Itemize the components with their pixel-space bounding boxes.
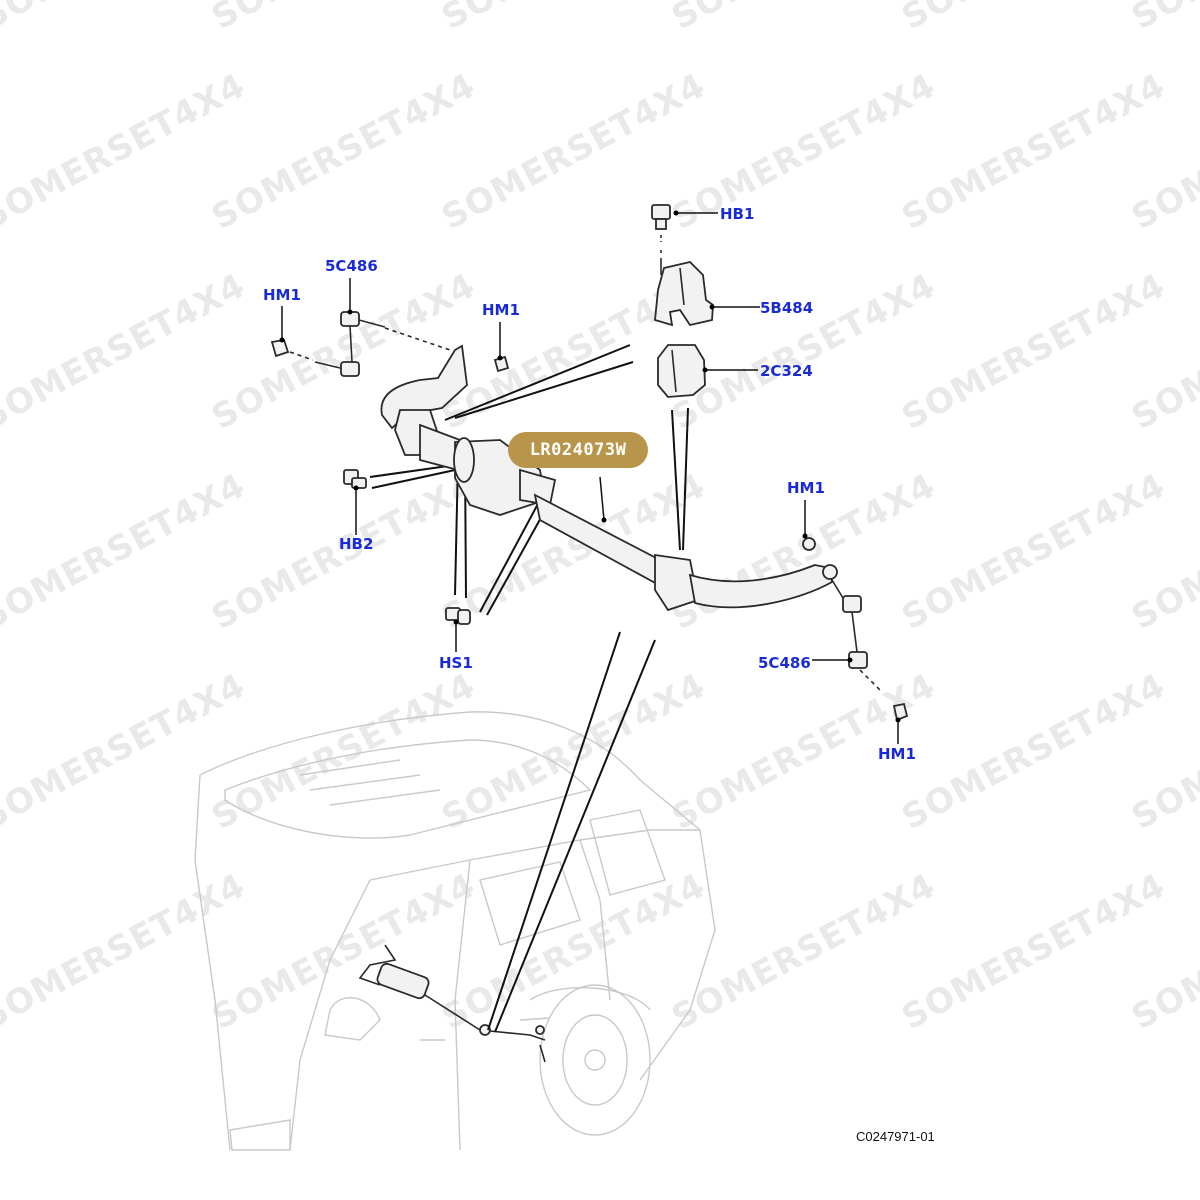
bolt-hs1-part [445,607,471,625]
callout-5b484[interactable]: 5B484 [760,299,814,317]
callout-5c486-left[interactable]: 5C486 [325,257,378,275]
link-right-part [802,537,909,722]
bolt-hb1-part [651,204,671,275]
callout-5c486-right[interactable]: 5C486 [758,654,811,672]
link-left-part [270,311,510,377]
callout-hm1-bottom[interactable]: HM1 [878,745,916,763]
diagram-code: C0247971-01 [856,1129,935,1144]
bushing-part [657,344,706,398]
bolt-hb2-part [343,469,367,489]
watermark-layer: SOMERSET4X4SOMERSET4X4SOMERSET4X4SOMERSE… [0,0,1200,1038]
callout-leaders [279,210,901,744]
callout-hm1-center[interactable]: HM1 [482,301,520,319]
bushing-clamp-part [654,261,714,327]
callout-hs1[interactable]: HS1 [439,654,473,672]
callout-hb1[interactable]: HB1 [720,205,755,223]
callout-hm1-right[interactable]: HM1 [787,479,825,497]
watermark-text: SOMERSET4X4 [1125,0,1200,38]
vehicle-bar-inset [358,944,546,1063]
callout-hb2[interactable]: HB2 [339,535,374,553]
vehicle-outline [194,711,716,1151]
part-number-badge[interactable]: LR024073W [508,432,648,468]
callout-2c324[interactable]: 2C324 [760,362,813,380]
callout-hm1-left[interactable]: HM1 [263,286,301,304]
pointer-lines [369,344,689,1033]
